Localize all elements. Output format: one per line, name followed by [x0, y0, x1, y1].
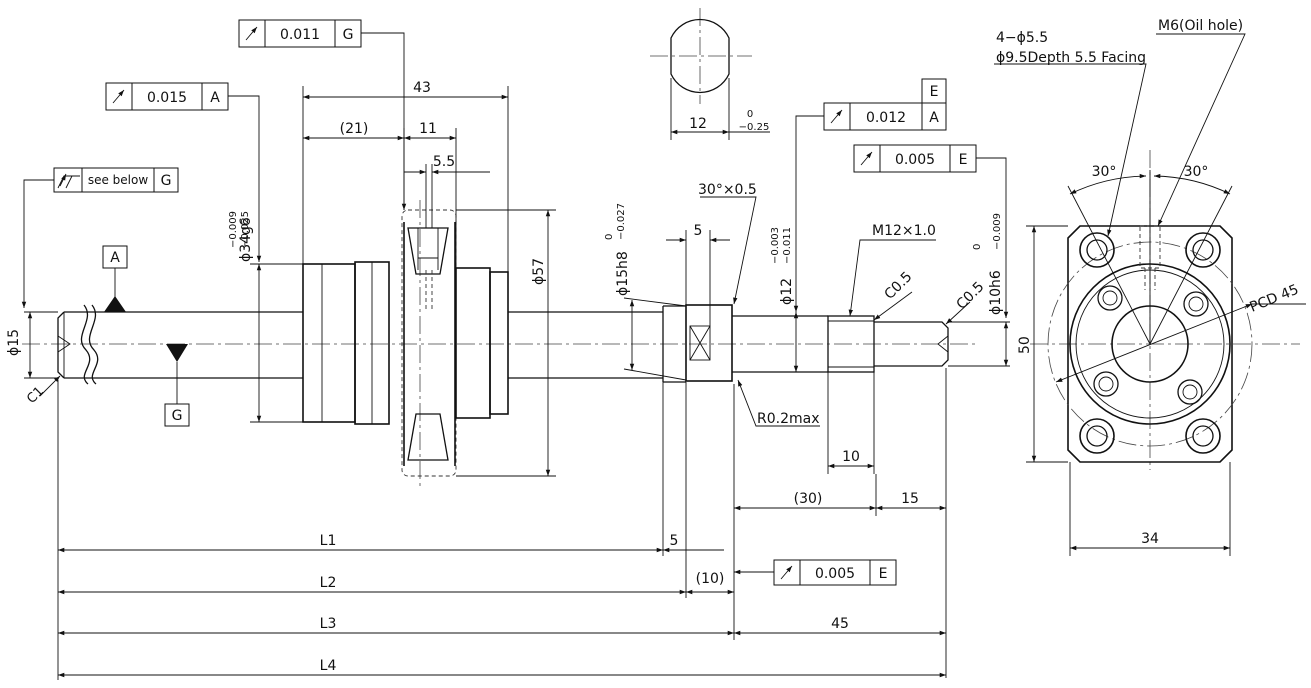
fcf-0005-e-bottom: 0.005 E [734, 559, 897, 586]
svg-text:30°: 30° [1184, 164, 1209, 180]
svg-text:G: G [161, 173, 172, 189]
svg-text:45: 45 [831, 616, 849, 632]
svg-text:43: 43 [413, 80, 431, 96]
svg-text:15: 15 [901, 491, 919, 507]
svg-text:ϕ10h6: ϕ10h6 [988, 270, 1004, 315]
svg-text:L2: L2 [320, 575, 337, 591]
svg-text:E: E [879, 566, 888, 582]
svg-text:(10): (10) [696, 571, 725, 587]
datum-g-symbol: G [164, 344, 190, 427]
svg-text:4−ϕ5.5: 4−ϕ5.5 [996, 30, 1048, 46]
fcf-0012-a: E 0.012 A [793, 78, 947, 312]
svg-text:E: E [930, 84, 939, 100]
flange-end-view: 30° 30° PCD 45 4−ϕ5.5 ϕ9.5Depth 5.5 Faci… [994, 18, 1306, 556]
svg-text:50: 50 [1017, 336, 1033, 354]
svg-text:−0.011: −0.011 [782, 227, 793, 264]
fcf-0005-e-top: 0.005 E [853, 144, 1009, 318]
svg-text:−0.009: −0.009 [992, 213, 1003, 250]
svg-text:ϕ9.5Depth 5.5 Facing: ϕ9.5Depth 5.5 Facing [996, 50, 1146, 66]
svg-text:10: 10 [842, 449, 860, 465]
svg-text:5: 5 [694, 223, 703, 239]
svg-text:−0.025: −0.025 [240, 211, 251, 248]
svg-text:12: 12 [689, 116, 707, 132]
svg-text:C1: C1 [24, 384, 47, 407]
svg-text:(21): (21) [340, 121, 369, 137]
svg-text:(30): (30) [794, 491, 823, 507]
svg-text:L3: L3 [320, 616, 337, 632]
mounting-holes [1079, 232, 1221, 454]
svg-text:L1: L1 [320, 533, 337, 549]
svg-text:0: 0 [604, 234, 615, 240]
fcf-0015-a: 0.015 A [105, 82, 262, 262]
svg-text:R0.2max: R0.2max [757, 411, 820, 427]
svg-text:see below: see below [88, 173, 149, 187]
svg-text:C0.5: C0.5 [954, 279, 988, 313]
svg-text:M12×1.0: M12×1.0 [872, 223, 936, 239]
svg-text:30°×0.5: 30°×0.5 [698, 182, 757, 198]
svg-text:M6(Oil hole): M6(Oil hole) [1158, 18, 1243, 34]
svg-text:0.005: 0.005 [895, 152, 935, 168]
svg-text:0: 0 [972, 244, 983, 250]
shaft-view [22, 200, 975, 490]
svg-text:A: A [110, 250, 120, 266]
svg-text:G: G [172, 408, 183, 424]
svg-text:0.011: 0.011 [280, 27, 320, 43]
svg-text:A: A [210, 90, 220, 106]
svg-text:ϕ12: ϕ12 [779, 278, 795, 305]
svg-text:G: G [343, 27, 354, 43]
svg-text:ϕ34g6: ϕ34g6 [238, 217, 254, 262]
shaft-section-view: 12 0 −0.25 [650, 8, 770, 140]
svg-text:C0.5: C0.5 [882, 269, 916, 303]
fcf-see-below-g: see below G [21, 167, 179, 308]
svg-text:5: 5 [670, 533, 679, 549]
svg-text:ϕ15h8: ϕ15h8 [615, 251, 631, 296]
svg-text:A: A [929, 110, 939, 126]
datum-a-symbol: A [102, 245, 128, 312]
svg-text:E: E [959, 152, 968, 168]
svg-text:11: 11 [419, 121, 437, 137]
svg-text:0.015: 0.015 [147, 90, 187, 106]
svg-text:34: 34 [1141, 531, 1159, 547]
svg-text:5.5: 5.5 [433, 154, 455, 170]
svg-text:−0.027: −0.027 [616, 203, 627, 240]
svg-text:L4: L4 [320, 658, 337, 674]
svg-text:30°: 30° [1092, 164, 1117, 180]
svg-text:ϕ57: ϕ57 [531, 258, 547, 285]
svg-text:−0.009: −0.009 [228, 211, 239, 248]
svg-text:0: 0 [747, 109, 753, 120]
svg-text:−0.25: −0.25 [739, 122, 770, 133]
svg-text:0.005: 0.005 [815, 566, 855, 582]
svg-text:0.012: 0.012 [866, 110, 906, 126]
svg-text:ϕ15: ϕ15 [6, 329, 22, 356]
inner-holes [1093, 285, 1209, 405]
svg-text:−0.003: −0.003 [770, 227, 781, 264]
fcf-0011-g: 0.011 G [238, 19, 407, 210]
svg-text:PCD 45: PCD 45 [1248, 282, 1302, 316]
